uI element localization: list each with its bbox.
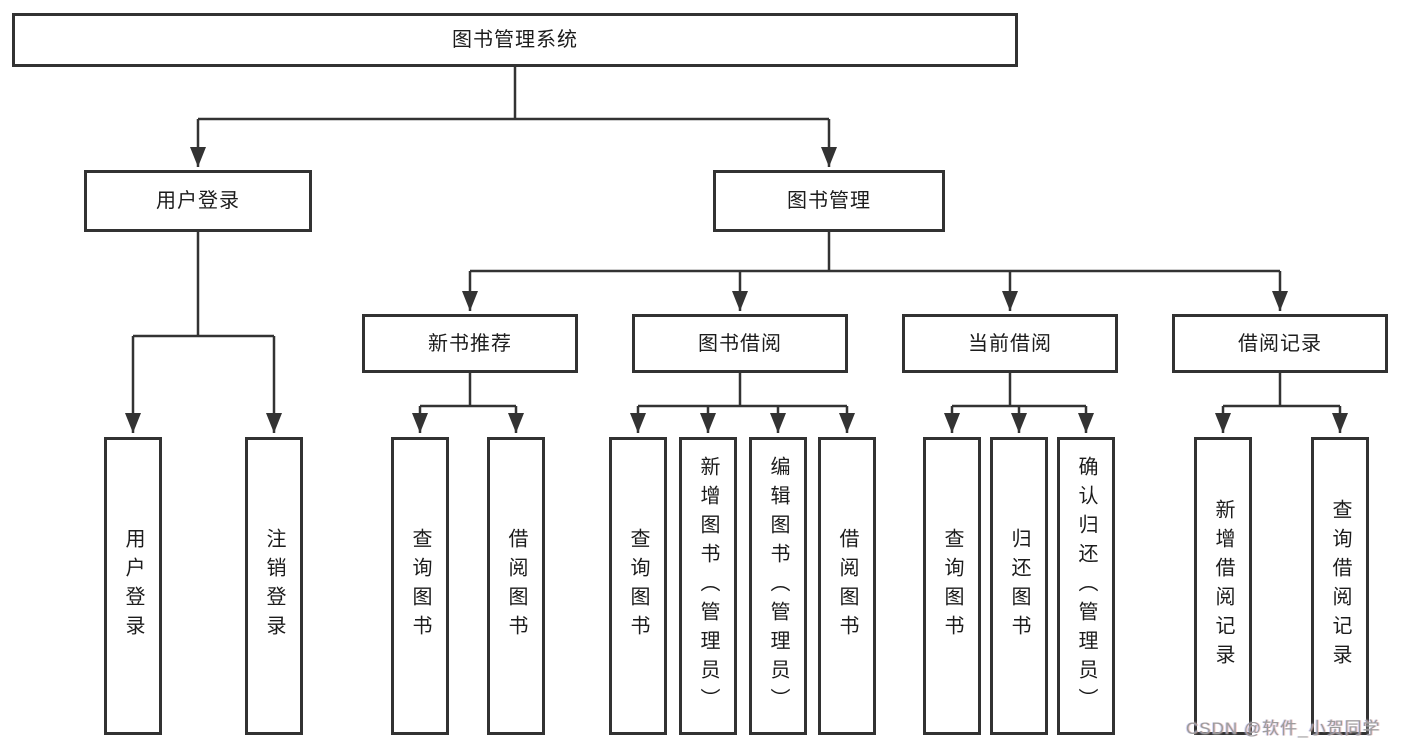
node-new-book-recommend: 新书推荐 [362, 314, 578, 373]
node-label: 图书管理 [787, 190, 871, 212]
leaf-logout: 注销登录 [245, 437, 303, 735]
leaf-query-borrow-record: 查询借阅记录 [1311, 437, 1369, 735]
leaf-user-login: 用户登录 [104, 437, 162, 735]
node-book-management-system: 图书管理系统 [12, 13, 1018, 67]
node-label: 注销登录 [263, 528, 285, 644]
leaf-borrow-books: 借阅图书 [818, 437, 876, 735]
node-label: 新增图书（管理员） [697, 455, 719, 717]
node-label: 图书借阅 [698, 332, 782, 355]
node-label: 查询图书 [627, 528, 649, 644]
node-label: 用户登录 [122, 528, 144, 644]
leaf-edit-books-admin: 编辑图书（管理员） [749, 437, 807, 735]
node-borrowing-records: 借阅记录 [1172, 314, 1388, 373]
node-label: 编辑图书（管理员） [767, 455, 789, 717]
node-label: 图书管理系统 [452, 29, 578, 51]
node-label: 借阅图书 [836, 528, 858, 644]
node-label: 查询图书 [409, 528, 431, 644]
leaf-query-books: 查询图书 [391, 437, 449, 735]
leaf-return-books: 归还图书 [990, 437, 1048, 735]
csdn-watermark: CSDN @软件_小贺同学 [1186, 719, 1381, 738]
node-label: 查询图书 [941, 528, 963, 644]
node-label: 新书推荐 [428, 332, 512, 355]
node-label: 查询借阅记录 [1329, 499, 1351, 673]
node-label: 归还图书 [1008, 528, 1030, 644]
node-book-borrowing: 图书借阅 [632, 314, 848, 373]
node-label: 新增借阅记录 [1212, 499, 1234, 673]
leaf-add-borrow-record: 新增借阅记录 [1194, 437, 1252, 735]
node-user-login: 用户登录 [84, 170, 312, 232]
node-label: 借阅图书 [505, 528, 527, 644]
node-book-management: 图书管理 [713, 170, 945, 232]
leaf-borrow-books: 借阅图书 [487, 437, 545, 735]
leaf-query-books: 查询图书 [609, 437, 667, 735]
node-current-borrowing: 当前借阅 [902, 314, 1118, 373]
node-label: 用户登录 [156, 190, 240, 212]
leaf-confirm-return-admin: 确认归还（管理员） [1057, 437, 1115, 735]
node-label: 确认归还（管理员） [1075, 455, 1097, 717]
leaf-add-books-admin: 新增图书（管理员） [679, 437, 737, 735]
node-label: 借阅记录 [1238, 332, 1322, 355]
node-label: 当前借阅 [968, 332, 1052, 355]
leaf-query-books: 查询图书 [923, 437, 981, 735]
